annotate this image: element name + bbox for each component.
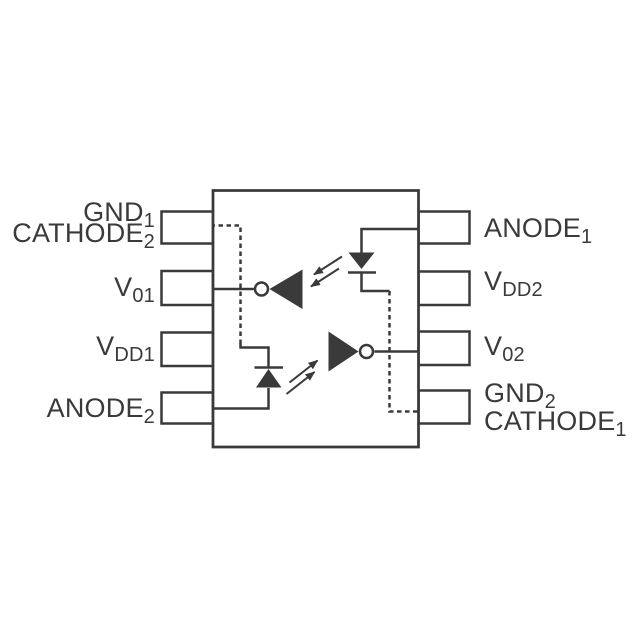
channel-2	[213, 224, 419, 410]
pin-box-gnd1-cathode2	[160, 210, 215, 245]
pin-label-anode2: ANODE2	[47, 393, 155, 428]
pin-label-vo1: V01	[114, 272, 155, 307]
cathode1-shared-pin-dashed-wire	[388, 291, 419, 413]
inverter-bubble2-icon	[358, 343, 375, 360]
light-arrow-1a-icon	[313, 255, 343, 276]
cathode2-shared-pin-dashed-wire	[213, 224, 242, 344]
pin-label-gnd2: GND2	[484, 378, 556, 413]
output-buffer2-triangle-icon	[328, 331, 359, 372]
output-buffer1-triangle-icon	[269, 269, 303, 309]
pin-box-vdd2	[417, 270, 471, 307]
pin-box-vo1	[160, 269, 215, 307]
pin-label-vdd1: VDD1	[96, 331, 155, 366]
pin-box-vo2	[417, 330, 471, 367]
light-arrow-2b-icon	[285, 371, 316, 395]
led2-cathode-wire	[239, 343, 270, 368]
anode1-wire	[360, 227, 419, 253]
pin-label-vo2: V02	[484, 331, 525, 366]
channel-1	[213, 227, 419, 413]
pin-box-vdd1	[160, 331, 215, 368]
pin-box-gnd2-cathode1	[417, 389, 471, 425]
light-arrow-1b-icon	[310, 267, 340, 288]
inverter-bubble1-icon	[253, 281, 270, 297]
pin-box-anode1	[417, 210, 471, 245]
pin-label-cathode2: CATHODE2	[12, 218, 155, 253]
led1-cathode-wire	[360, 272, 390, 293]
pin-box-anode2	[160, 391, 215, 425]
pin-label-gnd1: GND1	[83, 197, 155, 232]
anode2-wire	[213, 388, 270, 410]
led1-triangle-icon	[348, 252, 375, 269]
pin-label-cathode1: CATHODE1	[484, 406, 627, 441]
pin-label-anode1: ANODE1	[484, 213, 592, 248]
pin-label-vdd2: VDD2	[484, 266, 543, 301]
ic-body	[211, 189, 420, 449]
light-arrow-2a-icon	[288, 359, 319, 384]
led2-triangle-icon	[256, 369, 282, 388]
